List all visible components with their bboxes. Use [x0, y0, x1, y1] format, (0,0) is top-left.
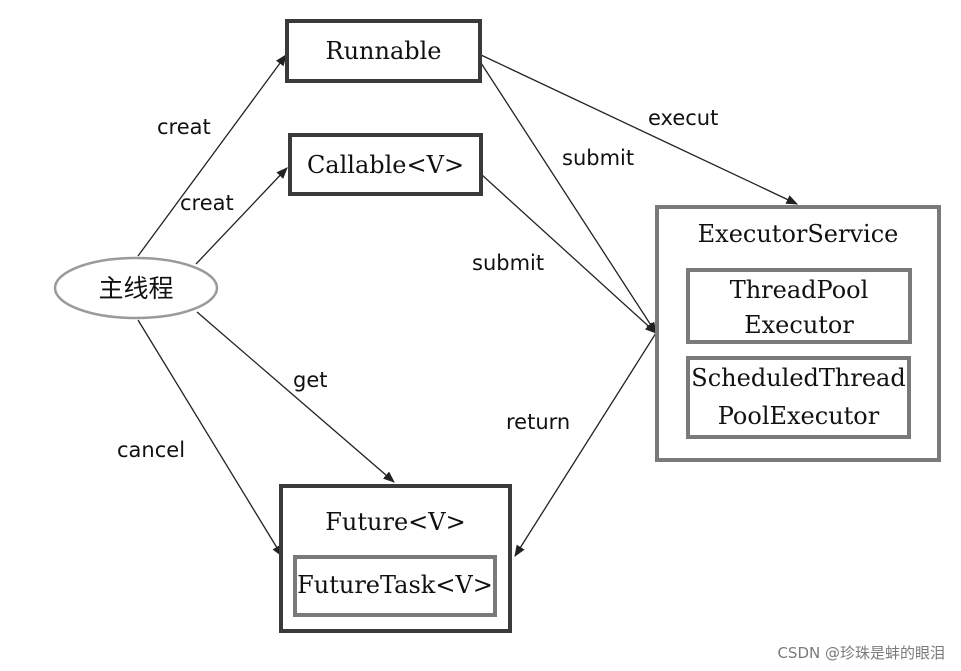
edge-submit-runnable: [480, 62, 657, 334]
scheduled-thread-pool-executor-line2: PoolExecutor: [718, 402, 880, 430]
future-label: Future<V>: [325, 508, 465, 536]
edge-cancel: [137, 319, 283, 557]
future-task-label: FutureTask<V>: [297, 571, 493, 599]
node-executor-service: ExecutorService ThreadPool Executor Sche…: [655, 205, 941, 462]
label-execut: execut: [648, 106, 718, 130]
thread-pool-executor-line1: ThreadPool: [730, 276, 869, 304]
edge-creat-runnable: [137, 54, 287, 257]
edge-labels: creat creat execut submit submit get can…: [117, 106, 718, 462]
node-future: Future<V> FutureTask<V>: [279, 484, 512, 633]
edge-creat-callable: [195, 167, 288, 265]
label-get: get: [293, 368, 327, 392]
node-runnable: Runnable: [285, 19, 482, 83]
edge-get: [196, 311, 395, 483]
label-submit-callable: submit: [472, 251, 544, 275]
thread-pool-executor-line2: Executor: [744, 311, 854, 339]
node-callable: Callable<V>: [288, 133, 483, 196]
scheduled-thread-pool-executor-line1: ScheduledThread: [691, 364, 905, 392]
label-creat-callable: creat: [180, 191, 234, 215]
watermark: CSDN @珍珠是蚌的眼泪: [777, 644, 945, 662]
label-creat-runnable: creat: [157, 115, 211, 139]
label-return: return: [506, 410, 570, 434]
label-cancel: cancel: [117, 438, 185, 462]
edge-return: [514, 332, 657, 557]
executor-service-label: ExecutorService: [698, 220, 899, 248]
edge-submit-callable: [481, 174, 657, 334]
runnable-label: Runnable: [326, 37, 442, 65]
callable-label: Callable<V>: [307, 151, 464, 179]
label-submit-runnable: submit: [562, 146, 634, 170]
main-thread-label: 主线程: [98, 274, 173, 303]
node-main-thread: 主线程: [53, 256, 219, 320]
edges: [137, 54, 799, 557]
edge-execut: [480, 54, 799, 205]
